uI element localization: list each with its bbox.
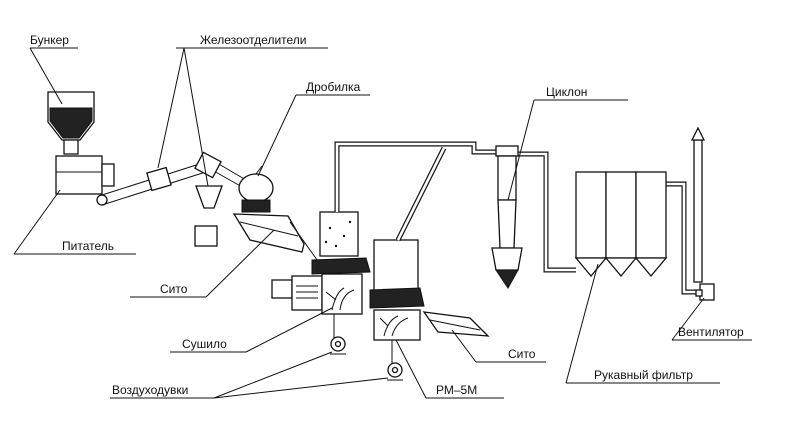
leader-lines (13, 47, 752, 399)
label-sieve-2: Сито (508, 347, 536, 361)
crusher (238, 165, 274, 213)
roller-mill (369, 239, 425, 341)
label-bag-filter: Рукавный фильтр (594, 368, 693, 382)
feeder (55, 155, 115, 195)
blower-2 (387, 340, 403, 381)
iron-separator-1 (146, 166, 172, 192)
hopper (47, 91, 95, 155)
label-crusher: Дробилка (306, 80, 361, 94)
label-cyclone: Циклон (546, 85, 588, 99)
belt-conveyor (96, 159, 247, 206)
iron-separator-2 (194, 151, 222, 179)
label-sieve-1: Сито (160, 282, 188, 296)
label-mill: РМ–5М (436, 383, 478, 397)
fan (690, 126, 715, 301)
sieve-2 (422, 311, 490, 337)
label-feeder: Питатель (62, 239, 114, 253)
label-fan: Вентилятор (678, 325, 744, 339)
bag-filter (574, 171, 668, 278)
label-iron-separators: Железоотделители (200, 33, 307, 47)
blower-1 (330, 314, 346, 355)
dryer-tower (311, 211, 371, 275)
dryer (271, 273, 363, 315)
label-bunker: Бункер (30, 33, 69, 47)
label-blowers: Воздуходувки (112, 383, 189, 397)
sieve-1 (232, 213, 321, 265)
label-dryer: Сушило (182, 337, 227, 351)
cyclone (491, 145, 523, 289)
separator-chute (194, 185, 223, 247)
ducts (334, 141, 700, 295)
